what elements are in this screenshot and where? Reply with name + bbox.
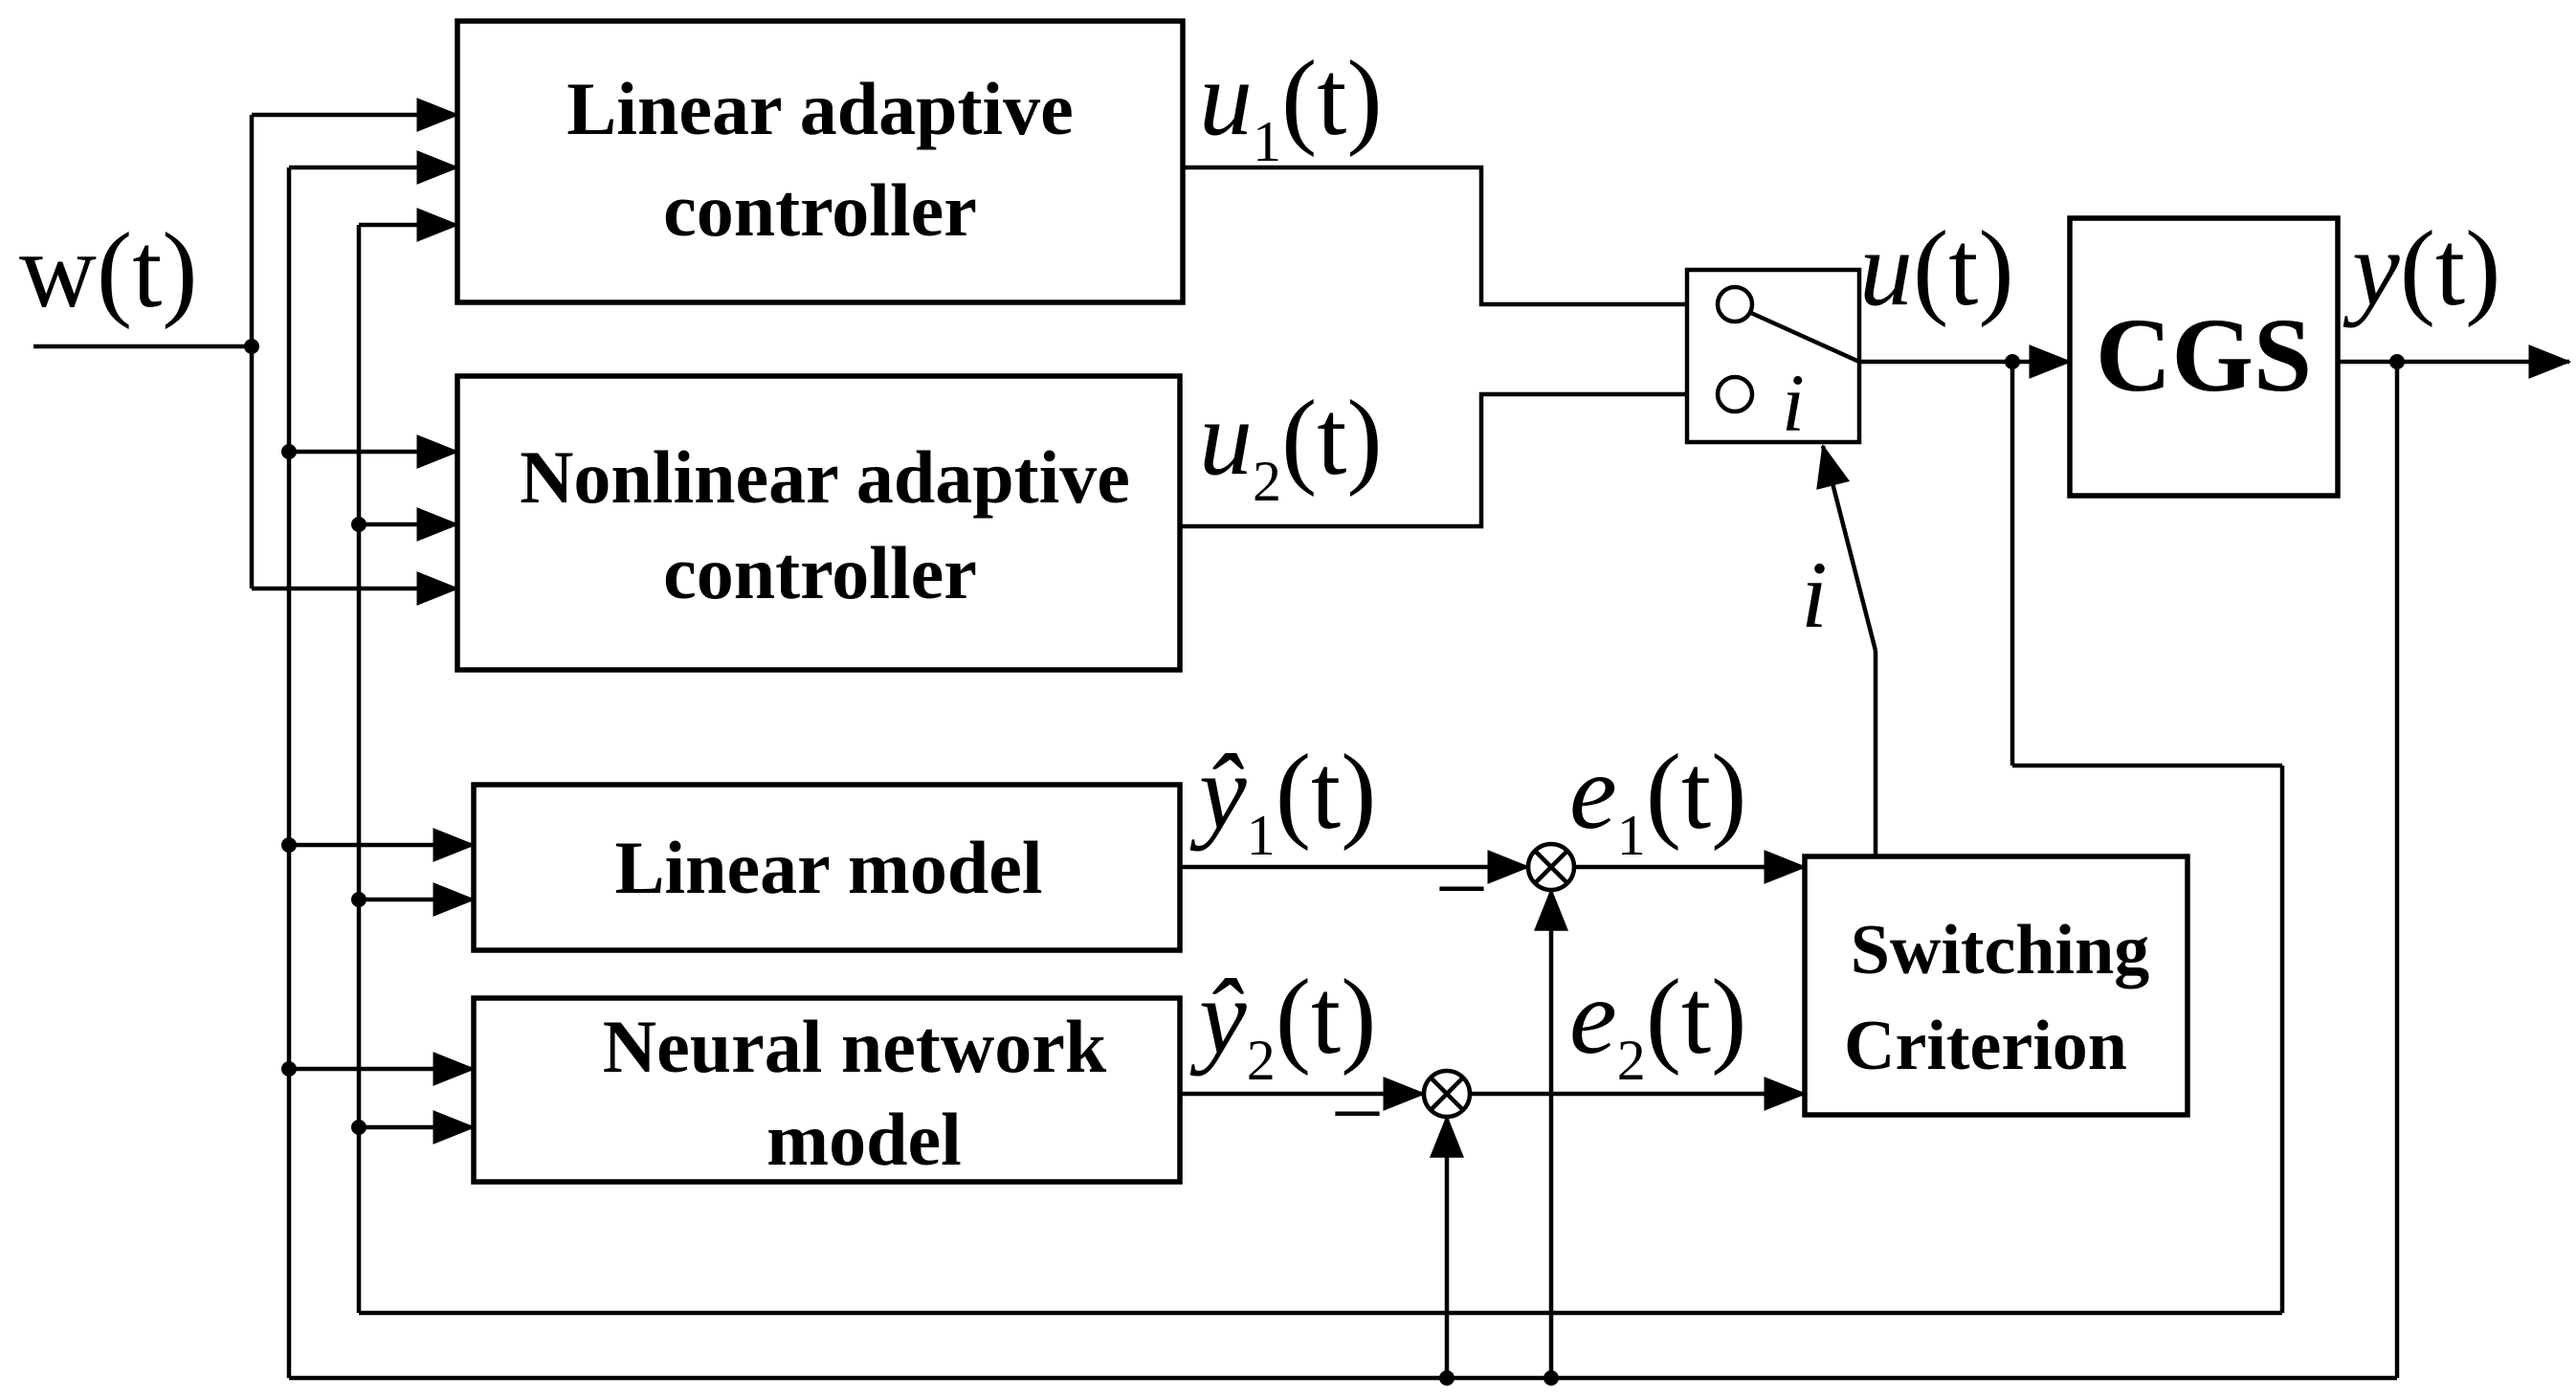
y1-hat-signal-label: ŷ1(t)	[1189, 733, 1376, 867]
y2-hat-signal-label: ŷ2(t)	[1189, 958, 1376, 1092]
neural-network-model-label-line1: Neural network	[603, 1005, 1107, 1088]
switching-criterion-label-line1: Switching	[1851, 911, 2150, 989]
control-signal-label: u(t)	[1859, 210, 2014, 328]
switch-index-label: i	[1801, 542, 1828, 648]
linear-adaptive-controller-label-line2: controller	[663, 168, 977, 252]
cgs-plant-label: CGS	[2096, 297, 2312, 413]
neural-network-model-label-line2: model	[766, 1098, 962, 1181]
e2-signal-label: e2(t)	[1569, 958, 1746, 1092]
nonlinear-adaptive-controller-label-line2: controller	[663, 531, 977, 614]
u1-signal-label: u1(t)	[1199, 39, 1383, 173]
plant-output-label: y(t)	[2343, 210, 2500, 328]
controller-output-wiring	[1180, 165, 1687, 529]
nonlinear-adaptive-controller-block: Nonlinear adaptive controller	[455, 373, 1183, 673]
input-wiring	[33, 98, 460, 606]
minus-sign-2: –	[1335, 1058, 1380, 1153]
switching-criterion-block: Switching Criterion	[1802, 854, 2190, 1118]
linear-adaptive-controller-block: Linear adaptive controller	[455, 18, 1186, 305]
linear-model-block: Linear model	[471, 782, 1183, 953]
input-signal-label: w(t)	[19, 211, 198, 330]
switch-contact-1	[1715, 284, 1755, 324]
neural-network-model-block: Neural network model	[471, 995, 1183, 1185]
forward-path-wiring	[1859, 344, 2572, 379]
switch-inner-index: i	[1782, 357, 1805, 449]
u2-signal-label: u2(t)	[1199, 379, 1383, 513]
switch-contact-2	[1715, 374, 1755, 414]
cgs-plant-block: CGS	[2067, 215, 2341, 499]
switching-criterion-label-line2: Criterion	[1844, 1007, 2127, 1085]
switch-block: i	[1684, 267, 1862, 449]
minus-sign-1: –	[1439, 833, 1484, 928]
error-computation-wiring	[1180, 443, 1878, 1386]
plant-output-feedback-bus	[281, 150, 2400, 1381]
linear-adaptive-controller-label-line1: Linear adaptive	[566, 67, 1073, 150]
switch-lever	[1750, 310, 1860, 365]
nonlinear-adaptive-controller-label-line1: Nonlinear adaptive	[520, 435, 1130, 519]
control-signal-feedback-bus	[351, 208, 2285, 1316]
linear-model-label: Linear model	[614, 826, 1042, 909]
e1-signal-label: e1(t)	[1569, 733, 1746, 867]
